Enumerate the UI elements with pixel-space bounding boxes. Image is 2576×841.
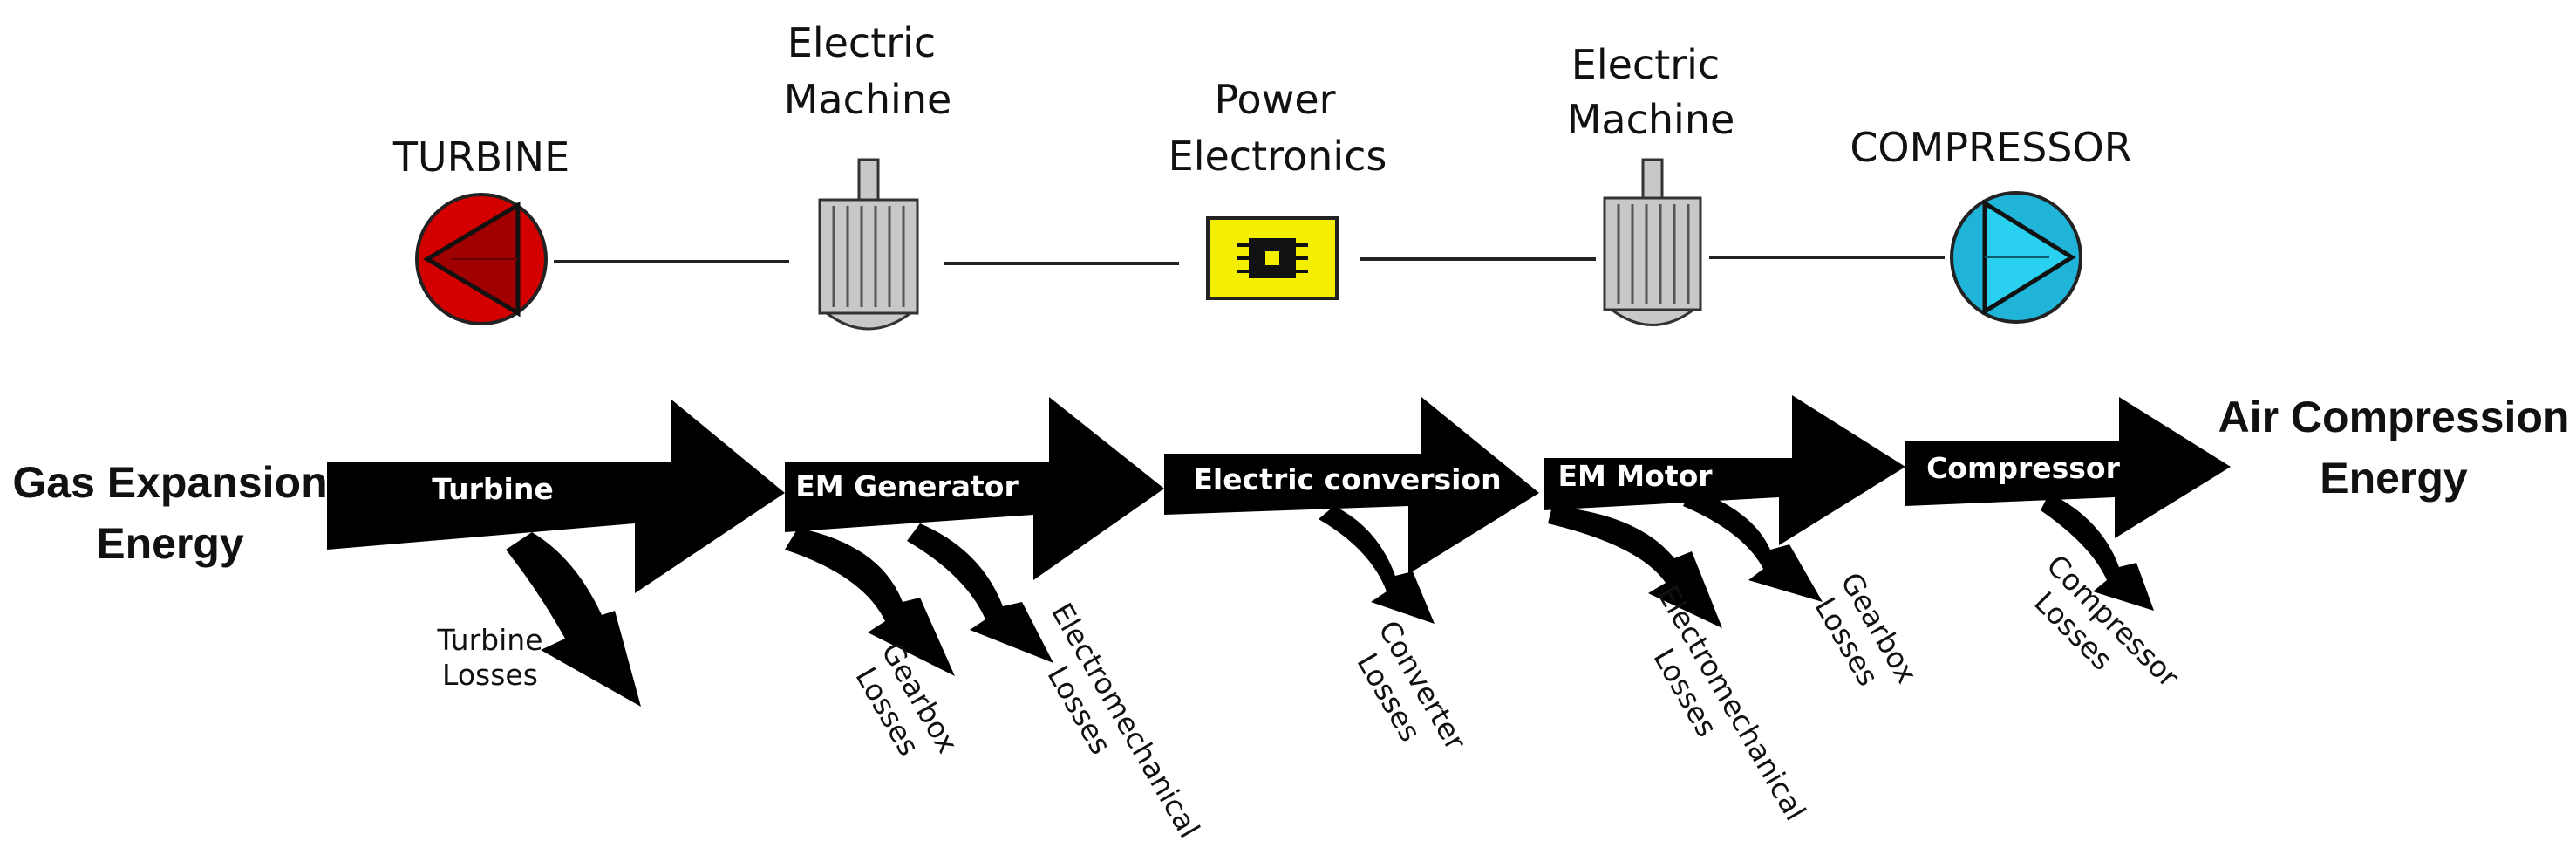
compressor-icon <box>1950 191 2082 324</box>
power-electronics-label-line1: Power <box>1214 76 1335 123</box>
electric-machine-1-label-line1: Electric <box>787 19 936 66</box>
input-energy-label-line1: Gas Expansion <box>12 458 327 507</box>
electromechanical-2-loss-arrow <box>1548 506 1722 628</box>
power-electronics-label-line2: Electronics <box>1169 133 1387 180</box>
electric-machine-1-label-line2: Machine <box>784 76 952 123</box>
electric-machine-icon <box>818 158 919 331</box>
stage-label-conversion: Electric conversion <box>1193 462 1501 496</box>
generator-stage-arrow <box>785 397 1164 580</box>
energy-flow-arrows <box>327 395 2231 707</box>
compressor-stage-arrow <box>1905 397 2231 538</box>
converter-loss-arrow <box>1319 506 1435 624</box>
gearbox-1-loss-arrow <box>785 528 955 676</box>
loss-label-turbine-line1: Turbine <box>437 623 543 657</box>
input-energy-label-line2: Energy <box>96 519 244 568</box>
stage-label-generator: EM Generator <box>795 469 1019 503</box>
stage-label-compressor: Compressor <box>1926 451 2121 485</box>
stage-label-turbine: Turbine <box>432 472 553 506</box>
output-energy-label-line1: Air Compression <box>2218 393 2570 441</box>
electromechanical-1-loss-arrow <box>907 523 1053 663</box>
output-energy-label-line2: Energy <box>2320 454 2468 503</box>
loss-label-turbine-line2: Losses <box>442 658 538 692</box>
electric-machine-2-label-line1: Electric <box>1571 41 1720 88</box>
connector-lines <box>554 256 1945 265</box>
electric-machine-2-label-line2: Machine <box>1567 96 1735 143</box>
turbine-icon <box>415 193 548 325</box>
electric-machine-icon <box>1603 158 1702 326</box>
turbine-loss-arrow <box>506 532 641 707</box>
motor-stage-arrow <box>1544 395 1905 545</box>
stage-label-motor: EM Motor <box>1557 459 1713 493</box>
compressor-label: COMPRESSOR <box>1850 124 2131 171</box>
conversion-stage-arrow <box>1164 397 1539 574</box>
turbine-stage-arrow <box>327 400 785 593</box>
turbine-label: TURBINE <box>392 133 569 181</box>
compressor-loss-arrow <box>2041 493 2154 611</box>
power-electronics-icon <box>1206 216 1339 300</box>
gearbox-2-loss-arrow <box>1683 489 1823 602</box>
